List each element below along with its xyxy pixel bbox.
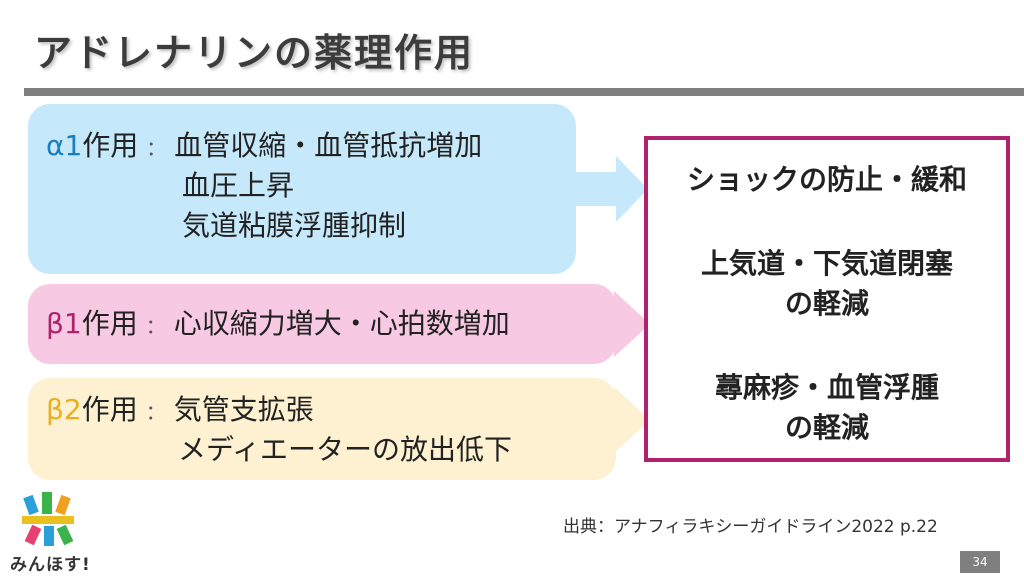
source-citation: 出典：アナフィラキシーガイドライン2022 p.22 bbox=[563, 517, 938, 537]
page-number: 34 bbox=[960, 551, 1000, 573]
beta2-arrow-icon bbox=[614, 387, 650, 453]
alpha1-arrow-icon bbox=[576, 156, 648, 222]
result-airway-obstruction: 上気道・下気道閉塞 bbox=[700, 247, 953, 280]
beta2-line-1: 気管支拡張 bbox=[173, 393, 314, 426]
beta1-effect-box: β1作用 ： 心収縮力増大・心拍数増加 bbox=[28, 284, 616, 364]
beta2-separator: ： bbox=[145, 400, 166, 424]
alpha1-separator: ： bbox=[146, 136, 167, 160]
alpha1-greek-label: α1 bbox=[46, 129, 83, 162]
beta1-separator: ： bbox=[145, 314, 166, 338]
alpha1-line-3: 気道粘膜浮腫抑制 bbox=[182, 209, 407, 242]
beta1-line-1: 心収縮力増大・心拍数増加 bbox=[173, 307, 510, 340]
title-divider bbox=[24, 88, 1024, 96]
beta1-greek-label: β1 bbox=[46, 307, 82, 340]
result-shock-prevention: ショックの防止・緩和 bbox=[686, 163, 967, 196]
beta2-line-2: メディエーターの放出低下 bbox=[178, 433, 513, 466]
logo-text: みんほす! bbox=[10, 555, 91, 575]
beta2-greek-label: β2 bbox=[46, 393, 82, 426]
alpha1-line-1: 血管収縮・血管抵抗増加 bbox=[174, 129, 483, 162]
alpha1-action-label: 作用 bbox=[82, 129, 139, 162]
slide-title: アドレナリンの薬理作用 bbox=[34, 31, 475, 75]
alpha1-effect-box: α1作用 ： 血管収縮・血管抵抗増加 血圧上昇 気道粘膜浮腫抑制 bbox=[28, 104, 576, 274]
minhosu-logo-icon bbox=[22, 492, 74, 546]
result-urticaria-angioedema: 蕁麻疹・血管浮腫 bbox=[714, 371, 939, 404]
beta1-action-label: 作用 bbox=[81, 307, 138, 340]
results-box: ショックの防止・緩和 上気道・下気道閉塞 の軽減 蕁麻疹・血管浮腫 の軽減 bbox=[644, 136, 1010, 462]
result-urticaria-angioedema-cont: の軽減 bbox=[784, 411, 869, 444]
beta1-arrow-icon bbox=[614, 291, 650, 357]
beta2-action-label: 作用 bbox=[81, 393, 138, 426]
alpha1-line-2: 血圧上昇 bbox=[182, 169, 295, 202]
result-airway-obstruction-cont: の軽減 bbox=[784, 287, 869, 320]
beta2-effect-box: β2作用 ： 気管支拡張 メディエーターの放出低下 bbox=[28, 378, 616, 480]
